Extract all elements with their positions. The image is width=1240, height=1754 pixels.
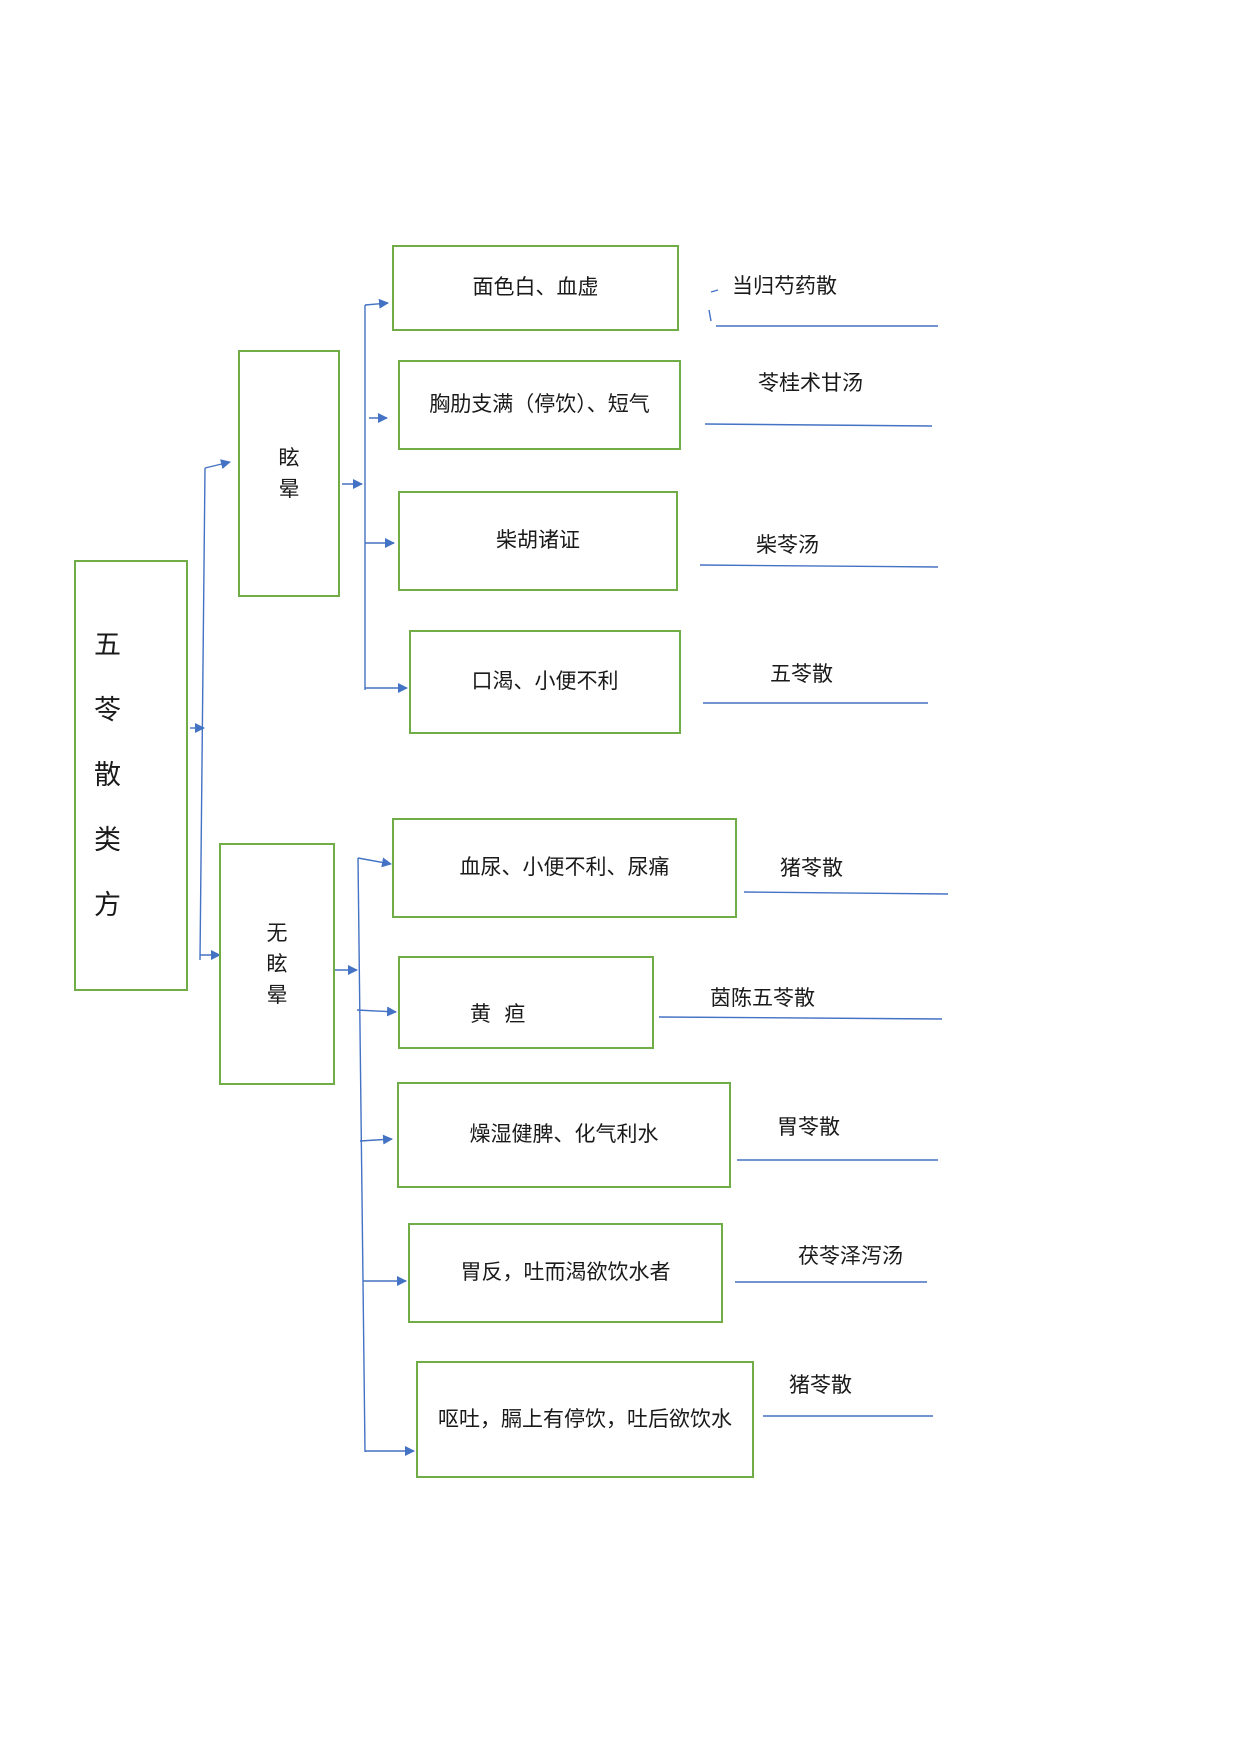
- root-label: 五 苓 散 类 方: [94, 613, 121, 938]
- vertigo-branch-box: 眩 晕: [238, 350, 340, 597]
- symptom-label: 黄 疸: [470, 1001, 526, 1026]
- arrow-to-symptom-6: [356, 1006, 397, 1017]
- symptom-label: 柴胡诸证: [496, 528, 580, 553]
- symptom-label: 胃反，吐而渴欲饮水者: [460, 1260, 671, 1285]
- no-vertigo-trunk-line: [357, 857, 366, 1453]
- root-char: 散: [94, 760, 121, 791]
- remedy-underline-3: [699, 564, 939, 568]
- arrow-to-symptom-5: [357, 857, 392, 868]
- remedy-underline-2: [704, 423, 933, 427]
- remedy-label: 猪苓散: [789, 1373, 852, 1397]
- remedy-label: 胃苓散: [777, 1115, 840, 1139]
- root-char: 五: [94, 630, 121, 661]
- symptom-box: 燥湿健脾、化气利水: [397, 1082, 731, 1188]
- vertigo-branch-label: 眩 晕: [279, 443, 300, 505]
- root-node-box: 五 苓 散 类 方: [74, 560, 188, 991]
- symptom-box: 面色白、血虚: [392, 245, 679, 331]
- symptom-label: 燥湿健脾、化气利水: [469, 1122, 659, 1147]
- remedy-underline-5: [743, 891, 949, 895]
- symptom-box: 血尿、小便不利、尿痛: [392, 818, 737, 918]
- remedy-label: 柴苓汤: [756, 533, 819, 557]
- root-char: 方: [94, 890, 121, 921]
- symptom-box: 口渴、小便不利: [409, 630, 681, 734]
- symptom-label: 呕吐，膈上有停饮，吐后欲饮水: [438, 1406, 732, 1431]
- symptom-label: 面色白、血虚: [472, 275, 599, 300]
- remedy-label: 茵陈五苓散: [710, 986, 815, 1010]
- root-trunk-line: [199, 467, 206, 961]
- arrow-root-to-vertigo: [204, 459, 231, 469]
- no-vertigo-branch-label: 无 眩 晕: [267, 918, 288, 1011]
- no-vertigo-branch-box: 无 眩 晕: [219, 843, 335, 1085]
- branch-char: 晕: [278, 476, 300, 501]
- branch-char: 眩: [278, 445, 300, 470]
- remedy-underline-6: [658, 1016, 943, 1020]
- arrow-to-symptom-1: [364, 298, 389, 309]
- remedy-label: 猪苓散: [780, 856, 843, 880]
- stray-mark-a: [710, 289, 719, 293]
- branch-char: 眩: [266, 951, 288, 976]
- root-char: 苓: [94, 695, 121, 726]
- symptom-box: 黄 疸: [398, 956, 654, 1049]
- symptom-box: 柴胡诸证: [398, 491, 678, 591]
- symptom-box: 胸肋支满（停饮）、短气: [398, 360, 681, 450]
- root-char: 类: [94, 825, 121, 856]
- branch-char: 无: [266, 920, 288, 945]
- remedy-label: 苓桂术甘汤: [758, 371, 863, 395]
- remedy-label: 五苓散: [770, 662, 833, 686]
- arrow-to-symptom-7: [359, 1134, 393, 1145]
- symptom-label: 口渴、小便不利: [471, 669, 619, 694]
- symptom-label: 血尿、小便不利、尿痛: [459, 855, 670, 880]
- symptom-box: 胃反，吐而渴欲饮水者: [408, 1223, 723, 1323]
- branch-char: 晕: [266, 982, 288, 1007]
- symptom-label: 胸肋支满（停饮）、短气: [429, 392, 650, 417]
- remedy-label: 当归芍药散: [732, 274, 837, 298]
- remedy-label: 茯苓泽泻汤: [798, 1244, 903, 1268]
- symptom-box: 呕吐，膈上有停饮，吐后欲饮水: [416, 1361, 754, 1478]
- stray-mark-b: [708, 309, 712, 322]
